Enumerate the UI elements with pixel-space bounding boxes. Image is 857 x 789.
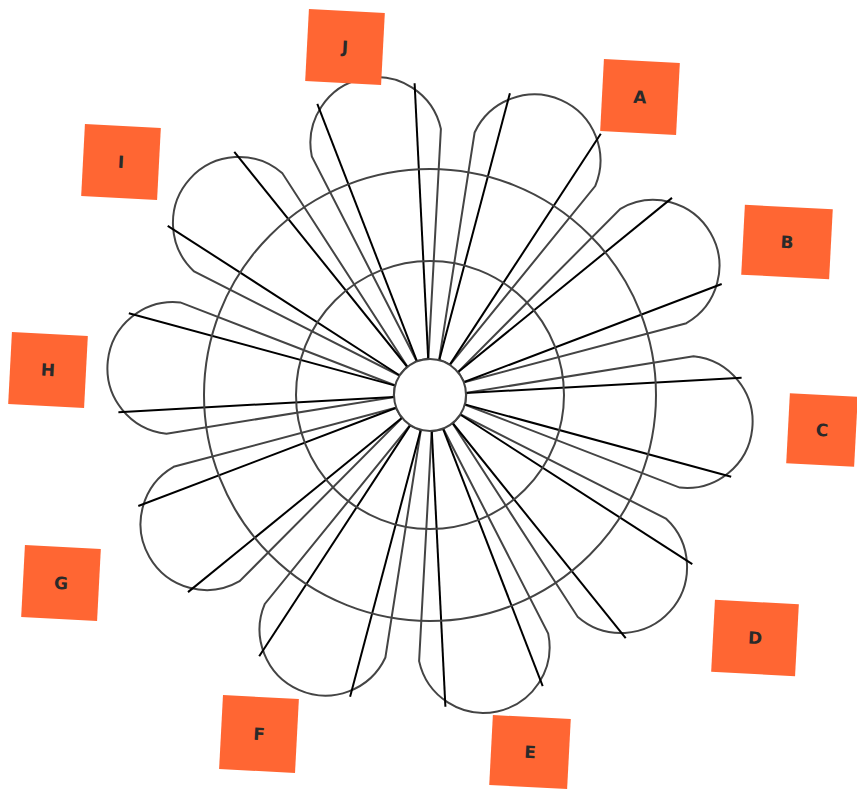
petal-outline <box>453 415 687 633</box>
radial-line <box>439 93 510 360</box>
label-letter: G <box>54 573 69 594</box>
petal-outline <box>107 302 394 434</box>
label-box: C <box>786 393 857 466</box>
label-box: J <box>305 9 385 85</box>
label-letter: I <box>117 152 124 172</box>
label-letter: C <box>815 420 829 441</box>
label-box: F <box>219 695 299 773</box>
label-letter: B <box>780 232 794 253</box>
radial-line <box>317 104 417 362</box>
petal-outline <box>439 94 600 364</box>
label-letter: A <box>633 87 647 108</box>
radial-line <box>138 408 396 506</box>
radial-line <box>432 431 446 707</box>
label-letter: D <box>747 628 762 649</box>
label-box: E <box>489 715 571 789</box>
radial-line <box>460 415 692 565</box>
label-box: I <box>81 124 161 200</box>
radial-line <box>458 198 672 372</box>
radial-line <box>450 134 601 365</box>
radial-line <box>168 226 400 376</box>
petal-outline <box>458 200 719 382</box>
inner-ring <box>296 261 564 529</box>
radial-line <box>465 404 732 476</box>
label-letter: J <box>341 37 348 57</box>
radial-line <box>129 313 396 385</box>
label-box: B <box>741 205 833 280</box>
label-box: G <box>21 545 101 621</box>
petal-outline <box>419 429 549 713</box>
label-letter: H <box>40 360 55 381</box>
petal-outline <box>141 408 402 590</box>
label-box: H <box>8 332 88 408</box>
radial-line <box>188 418 402 592</box>
label-box: A <box>600 59 680 135</box>
radial-line <box>259 425 410 656</box>
radial-line <box>415 83 429 359</box>
center-circle <box>394 359 466 431</box>
radial-line <box>464 284 722 382</box>
label-letter: E <box>524 742 537 763</box>
radial-line <box>453 423 626 638</box>
petal-outline <box>310 77 440 361</box>
petal-outline <box>260 425 421 695</box>
radial-line <box>443 429 543 686</box>
radial-line <box>466 378 742 393</box>
radial-line <box>118 397 394 412</box>
petal-outline <box>465 356 752 488</box>
outer-ring <box>204 169 656 621</box>
radial-line <box>350 430 421 697</box>
radial-line <box>234 152 407 367</box>
label-box: D <box>711 600 799 676</box>
petal-outline <box>173 157 407 375</box>
label-letter: F <box>253 724 266 745</box>
